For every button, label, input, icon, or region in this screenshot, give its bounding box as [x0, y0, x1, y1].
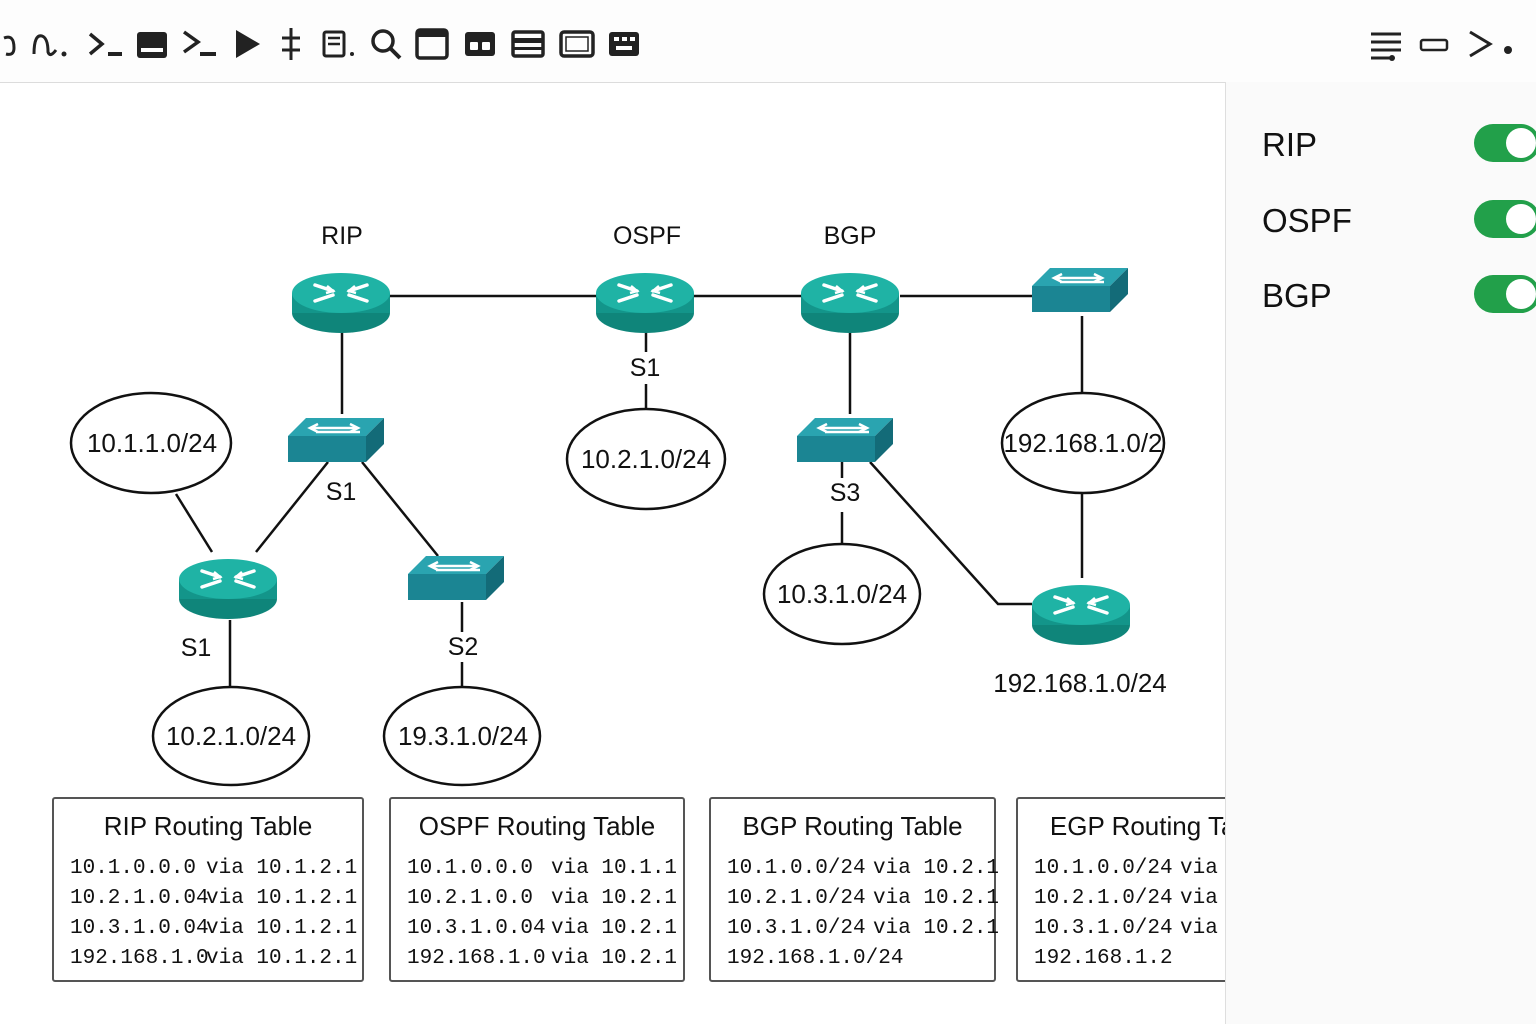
- table-row: 10.3.1.0.04via 10.1.2.1: [70, 917, 358, 940]
- curve-tool-icon[interactable]: [30, 24, 76, 64]
- device-icon[interactable]: [318, 24, 358, 64]
- toggle-row-ospf: OSPF: [1262, 198, 1536, 242]
- dual-panel-icon[interactable]: [462, 24, 498, 64]
- link-label-s1: S1: [326, 478, 357, 506]
- router-label-ospf: OSPF: [613, 222, 681, 250]
- toggle-label: RIP: [1262, 126, 1318, 163]
- network-label: 19.3.1.0/24: [398, 721, 528, 751]
- table-row: 10.2.1.0.04via 10.1.2.1: [70, 887, 358, 910]
- link-switch-s1-router: [255, 461, 329, 553]
- network-ellipse[interactable]: [762, 542, 922, 646]
- network-ellipse[interactable]: [565, 407, 727, 511]
- network-label: 10.2.1.0/24: [166, 721, 296, 751]
- rectangle-fill-icon[interactable]: [134, 24, 170, 64]
- minimize-icon[interactable]: [1418, 24, 1450, 64]
- bgp-toggle[interactable]: [1474, 275, 1536, 313]
- protocol-panel: RIP OSPF BGP: [1225, 82, 1536, 1024]
- prompt-icon[interactable]: [1462, 24, 1518, 64]
- network-ellipse[interactable]: [1000, 391, 1166, 495]
- switch-s3[interactable]: [795, 416, 895, 464]
- toggle-knob: [1506, 204, 1536, 234]
- diagram-svg: RIP OSPF BGP S1 S1 S1 S2 S3 10.1.1.0/24 …: [69, 222, 1167, 787]
- link-label-s2: S2: [448, 633, 479, 661]
- toggle-label: BGP: [1262, 277, 1332, 314]
- switch-s1[interactable]: [286, 416, 386, 464]
- console-icon[interactable]: [180, 24, 222, 64]
- router-ospf[interactable]: [594, 271, 696, 335]
- table-title: BGP Routing Table: [742, 811, 963, 841]
- network-label: 192.168.1.0/24: [993, 668, 1167, 698]
- menu-icon[interactable]: [1368, 24, 1404, 64]
- window-icon[interactable]: [414, 24, 450, 64]
- toggle-knob: [1506, 128, 1536, 158]
- table-row: 192.168.1.0/24: [727, 947, 904, 970]
- keyboard-icon[interactable]: [606, 24, 642, 64]
- link-label-s3: S3: [830, 479, 861, 507]
- table-row: 192.168.1.0via 10.1.2.1: [70, 947, 358, 970]
- screen-icon[interactable]: [558, 24, 596, 64]
- network-label: 10.3.1.0/24: [777, 579, 907, 609]
- link-switch-s1-s2: [361, 461, 439, 557]
- network-ellipse[interactable]: [151, 685, 311, 787]
- router-label-rip: RIP: [321, 222, 363, 250]
- router-bgp[interactable]: [799, 271, 901, 335]
- network-label: 10.1.1.0/24: [87, 428, 217, 458]
- link-net-router: [174, 493, 214, 553]
- link-label-s1: S1: [181, 634, 212, 662]
- card-icon[interactable]: [510, 24, 546, 64]
- network-diagram: RIP OSPF BGP S1 S1 S1 S2 S3 10.1.1.0/24 …: [0, 82, 1225, 1024]
- router-edge[interactable]: [1030, 583, 1132, 647]
- ospf-toggle[interactable]: [1474, 200, 1536, 238]
- router-label-bgp: BGP: [824, 222, 877, 250]
- pointer-icon[interactable]: [0, 24, 24, 64]
- table-title: RIP Routing Table: [103, 811, 313, 841]
- links: [174, 294, 1084, 686]
- network-label: 10.2.1.0/24: [581, 444, 711, 474]
- switch-s2[interactable]: [406, 554, 506, 602]
- toggle-label: OSPF: [1262, 202, 1352, 239]
- link-label-s1: S1: [630, 354, 661, 382]
- network-label: 192.168.1.0/2: [1003, 428, 1162, 458]
- network-ellipse[interactable]: [69, 391, 233, 495]
- play-icon[interactable]: [230, 24, 264, 64]
- router-rip[interactable]: [290, 271, 392, 335]
- router-left[interactable]: [177, 557, 279, 621]
- rip-toggle[interactable]: [1474, 124, 1536, 162]
- terminal-icon[interactable]: [86, 24, 126, 64]
- network-ellipse[interactable]: [382, 685, 542, 787]
- toggle-row-bgp: BGP: [1262, 273, 1536, 317]
- switch-edge[interactable]: [1030, 266, 1130, 314]
- search-icon[interactable]: [368, 24, 404, 64]
- link-s3-edge-router: [869, 461, 1032, 606]
- adjust-icon[interactable]: [276, 24, 306, 64]
- table-row: 192.168.1.2: [1034, 947, 1173, 970]
- toolbar: [0, 0, 1536, 83]
- toggle-row-rip: RIP: [1262, 122, 1536, 166]
- table-title: OSPF Routing Table: [418, 811, 656, 841]
- toggle-knob: [1506, 279, 1536, 309]
